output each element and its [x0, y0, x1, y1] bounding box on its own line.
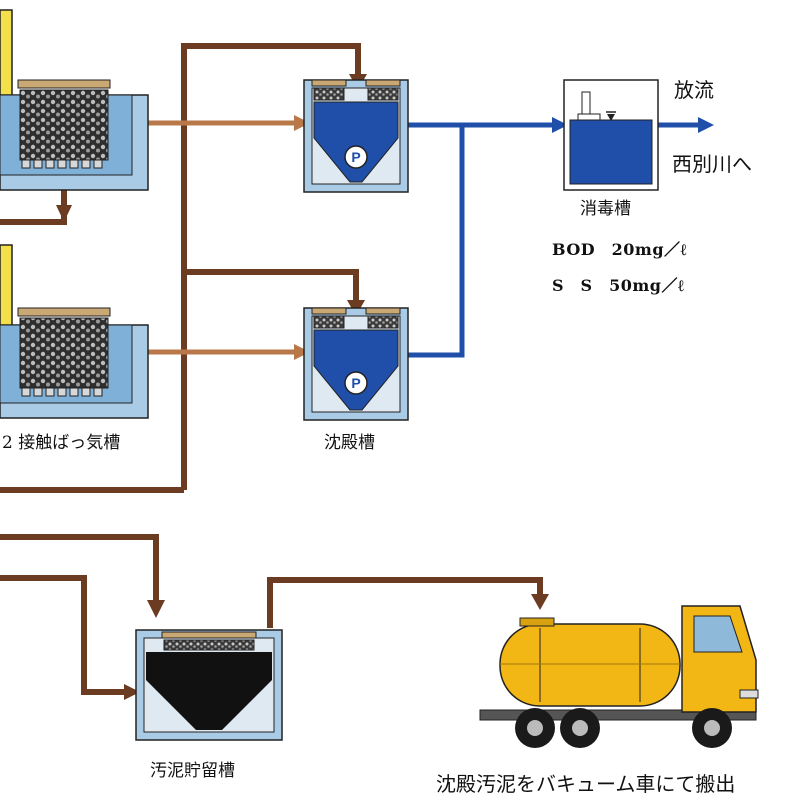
- sludge-return-pipes: [0, 43, 543, 695]
- sludge-transport-label: 沈殿汚泥をバキューム車にて搬出: [436, 772, 736, 796]
- aeration-tank-1: [0, 9, 149, 191]
- settling-tank-label: 沈殿槽: [324, 433, 375, 453]
- settling-tank-2: [303, 307, 409, 421]
- sludge-tank-label: 汚泥貯留槽: [150, 761, 235, 781]
- water-pipe-branch: [408, 125, 465, 358]
- sludge-pipe-to-truck: [267, 577, 543, 628]
- pump-label: P: [351, 375, 360, 391]
- return-pipe-top: [181, 43, 361, 490]
- sludge-storage-tank: [135, 629, 283, 741]
- pump-icon: [344, 371, 368, 395]
- sludge-pipe-1: [0, 534, 159, 605]
- bod-spec: BOD 20mg／ℓ: [552, 240, 688, 259]
- ss-spec: S S 50mg／ℓ: [552, 276, 685, 295]
- river-label: 西別川へ: [672, 152, 752, 176]
- sludge-arrowheads: [56, 74, 549, 700]
- settling-tank-1: [303, 79, 409, 193]
- aeration-tank-label: 2 接触ばっ気槽: [2, 433, 121, 453]
- pump-label: P: [351, 149, 360, 165]
- vacuum-truck: [479, 605, 759, 748]
- pump-icon: [344, 145, 368, 169]
- transfer-pipes: [132, 120, 298, 355]
- truck-wheels: [515, 708, 732, 748]
- disinfection-tank: [563, 79, 659, 191]
- treated-water-pipes: [408, 122, 700, 358]
- discharge-label: 放流: [674, 78, 714, 102]
- return-pipe-mid: [184, 269, 359, 305]
- water-arrowheads: [552, 117, 714, 133]
- disinfection-tank-label: 消毒槽: [580, 199, 631, 219]
- drain-pipe-1: [0, 190, 67, 225]
- transfer-arrowheads: [294, 115, 310, 360]
- sludge-pipe-2: [0, 575, 126, 695]
- aeration-tank-2: [0, 244, 149, 419]
